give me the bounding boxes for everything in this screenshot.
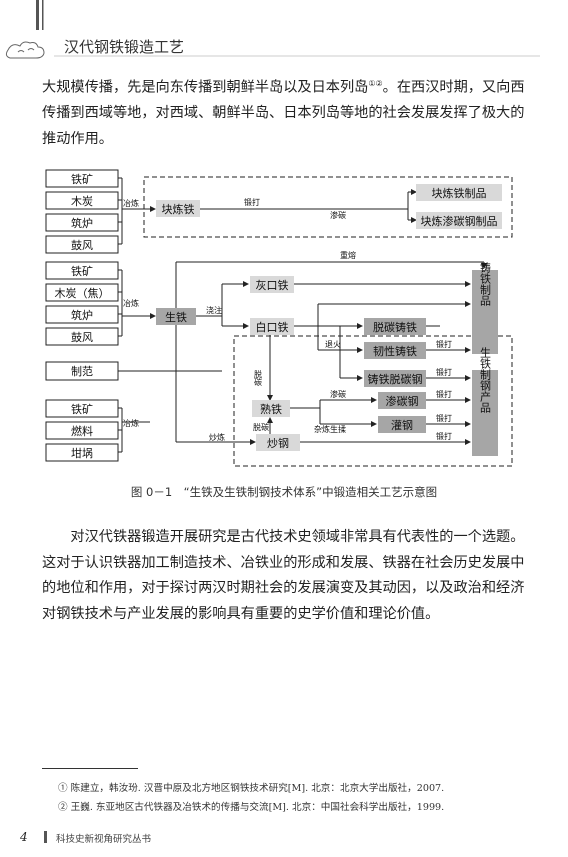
box-cast-products bbox=[472, 270, 498, 354]
page-number: 4 bbox=[20, 830, 28, 844]
lbl-forge4: 锻打 bbox=[436, 389, 452, 399]
box-guan-steel bbox=[378, 416, 426, 433]
lbl-smelt3: 冶炼 bbox=[123, 418, 139, 428]
figure-caption: 图 0－1 “生铁及生铁制钢技术体系”中锻造相关工艺示意图 bbox=[130, 485, 438, 499]
lbl-decarb2: 脱碳 bbox=[253, 422, 269, 432]
footnote-rule bbox=[42, 768, 138, 769]
lbl-cast: 浇注 bbox=[206, 305, 222, 315]
lbl-smelt1: 冶炼 bbox=[123, 198, 139, 208]
process-diagram: 铁矿 木炭 筑炉 鼓风 铁矿 木炭（焦） 筑炉 鼓风 制范 铁矿 燃料 坩埚 块… bbox=[45, 169, 513, 467]
node-cast-products: 铸铁制品 bbox=[479, 261, 492, 306]
footnote-2: ② 王巍. 东亚地区古代铁器及冶铁术的传播与交流[M]. 北京：中国社会科学出版… bbox=[58, 802, 445, 813]
box-carb-steel bbox=[378, 392, 426, 409]
node-bloom-carb-product: 块炼渗碳钢制品 bbox=[421, 214, 498, 228]
box-bloom-carb-product bbox=[416, 212, 502, 229]
input3-2: 坩埚 bbox=[71, 446, 93, 460]
node-guan-steel: 灌钢 bbox=[391, 419, 413, 432]
node-bloomery: 块炼铁 bbox=[162, 202, 195, 216]
box-malleable bbox=[364, 342, 426, 359]
box-gray-iron bbox=[250, 276, 294, 293]
series-title: 科技史新视角研究丛书 bbox=[56, 834, 152, 845]
node-wrought: 熟铁 bbox=[260, 402, 282, 416]
input3-0: 铁矿 bbox=[71, 403, 93, 416]
lbl-forge2: 锻打 bbox=[436, 339, 452, 349]
p2-text: 对汉代铁器锻造开展研究是古代技术史领域非常具有代表性的一个选题。这对于认识铁器加… bbox=[42, 529, 525, 622]
footer-divider bbox=[44, 831, 47, 843]
box-bloom-product bbox=[416, 184, 502, 201]
input1-2: 筑炉 bbox=[71, 216, 93, 230]
lbl-smelt2: 冶炼 bbox=[123, 298, 139, 308]
box-bloomery bbox=[156, 200, 200, 217]
box-puddled bbox=[256, 434, 300, 451]
header-decoration bbox=[5, 0, 540, 59]
input1-1: 木炭 bbox=[71, 195, 93, 208]
node-pig: 生铁 bbox=[165, 310, 187, 324]
lbl-carb1: 渗碳 bbox=[330, 210, 346, 220]
lbl-forge5: 锻打 bbox=[436, 413, 452, 423]
box-white-iron bbox=[250, 318, 294, 335]
mold-box: 制范 bbox=[71, 364, 93, 378]
input3-1: 燃料 bbox=[71, 424, 93, 438]
lbl-fry: 炒炼 bbox=[209, 432, 225, 442]
lbl-anneal: 退火 bbox=[325, 340, 341, 349]
cloud-icon bbox=[5, 41, 45, 59]
box-wrought bbox=[252, 400, 290, 417]
lbl-forge3: 锻打 bbox=[436, 367, 452, 377]
input1-3: 鼓风 bbox=[71, 238, 93, 252]
node-cast-decarb-steel: 铸铁脱碳钢 bbox=[368, 372, 423, 386]
box-steel-products bbox=[472, 370, 498, 456]
input2-2: 筑炉 bbox=[71, 308, 93, 322]
input2-0: 铁矿 bbox=[71, 265, 93, 278]
node-white: 白口铁 bbox=[256, 320, 289, 334]
node-steel-products: 生铁制钢产品 bbox=[479, 346, 492, 413]
node-carb-steel: 渗碳钢 bbox=[386, 394, 419, 408]
lbl-remelt: 重熔 bbox=[340, 250, 356, 260]
paragraph-intro: 大规模传播，先是向东传播到朝鲜半岛以及日本列岛①②。在西汉时期，又向西传播到西域… bbox=[42, 71, 530, 152]
box-pig-iron bbox=[156, 308, 196, 325]
box-cast-decarb-steel bbox=[364, 370, 426, 387]
lbl-forge1: 锻打 bbox=[244, 197, 260, 207]
input1-0: 铁矿 bbox=[71, 173, 93, 186]
node-puddled: 炒钢 bbox=[267, 437, 289, 450]
lbl-carb2: 渗碳 bbox=[330, 389, 346, 399]
lbl-mixed: 杂炼生揉 bbox=[314, 424, 346, 434]
node-gray: 灰口铁 bbox=[256, 278, 289, 292]
p1-text-a: 大规模传播，先是向东传播到朝鲜半岛以及日本列岛 bbox=[42, 79, 369, 96]
paragraph-main: 对汉代铁器锻造开展研究是古代技术史领域非常具有代表性的一个选题。这对于认识铁器加… bbox=[42, 525, 530, 627]
p1-text-b: 。在西汉时期，又向西传播到西域等地，对西域、朝鲜半岛、日本列岛等地的社会发展发挥… bbox=[42, 79, 525, 147]
node-decarb-cast: 脱碳铸铁 bbox=[373, 320, 417, 334]
input2-1: 木炭（焦） bbox=[55, 287, 110, 300]
lbl-decarb: 脱碳 bbox=[254, 369, 263, 387]
node-bloom-product: 块炼铁制品 bbox=[432, 186, 487, 200]
footnote-ref: ①② bbox=[368, 79, 383, 88]
input2-3: 鼓风 bbox=[71, 330, 93, 344]
footnote-1: ① 陈建立，韩汝玢. 汉晋中原及北方地区钢铁技术研究[M]. 北京：北京大学出版… bbox=[58, 783, 445, 794]
box-decarb-cast bbox=[364, 318, 426, 335]
node-malleable: 韧性铸铁 bbox=[373, 344, 417, 358]
running-header-title: 汉代钢铁锻造工艺 bbox=[64, 38, 185, 56]
lbl-forge6: 锻打 bbox=[436, 431, 452, 441]
